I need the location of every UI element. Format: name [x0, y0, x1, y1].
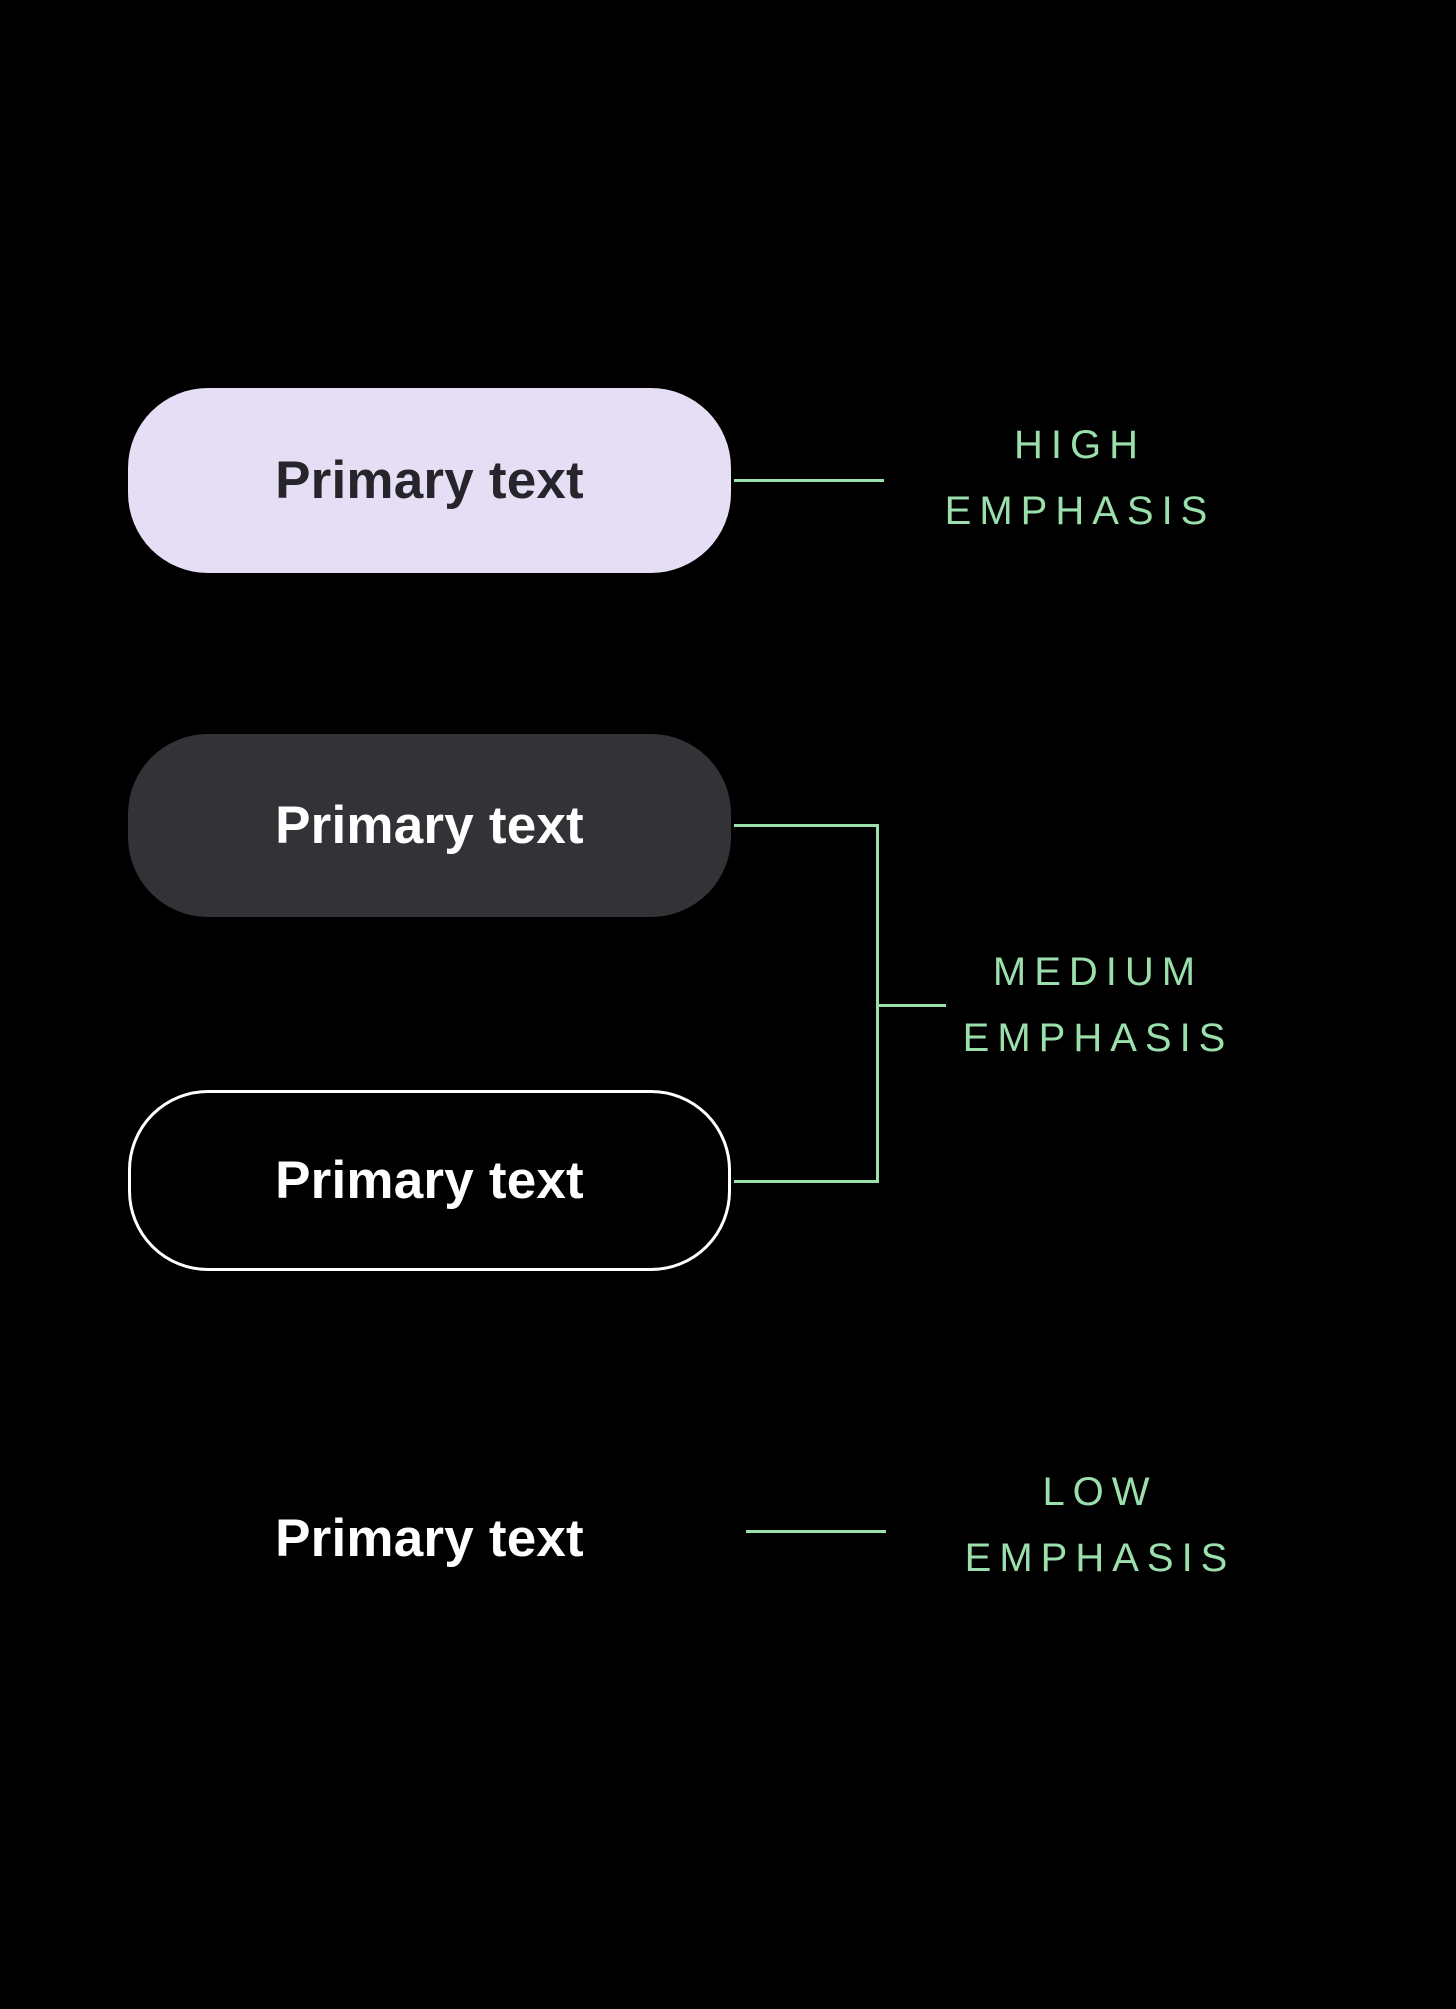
emphasis-label-line: HIGH — [1014, 423, 1146, 467]
emphasis-label-low: LOW EMPHASIS — [930, 1459, 1270, 1591]
primary-button-medium-emphasis-filled[interactable]: Primary text — [128, 734, 731, 917]
button-label: Primary text — [275, 1151, 584, 1210]
primary-button-medium-emphasis-outlined[interactable]: Primary text — [128, 1090, 731, 1271]
button-label: Primary text — [275, 451, 584, 510]
connector-bracket-vertical — [876, 824, 879, 1183]
connector-bracket-top — [734, 824, 879, 827]
connector-bracket-bottom — [734, 1180, 879, 1183]
button-label: Primary text — [275, 1508, 584, 1568]
emphasis-label-line: MEDIUM — [992, 950, 1204, 994]
connector-line-low — [746, 1530, 886, 1533]
primary-button-low-emphasis[interactable]: Primary text — [128, 1503, 731, 1573]
emphasis-label-high: HIGH EMPHASIS — [910, 412, 1250, 544]
emphasis-label-line: EMPHASIS — [962, 1016, 1234, 1060]
connector-bracket-middle — [876, 1004, 946, 1007]
button-label: Primary text — [275, 796, 584, 855]
emphasis-label-line: LOW — [1042, 1470, 1158, 1514]
emphasis-label-line: EMPHASIS — [944, 489, 1216, 533]
connector-line-high — [734, 479, 884, 482]
emphasis-label-medium: MEDIUM EMPHASIS — [928, 939, 1268, 1071]
primary-button-high-emphasis[interactable]: Primary text — [128, 388, 731, 573]
emphasis-label-line: EMPHASIS — [964, 1536, 1236, 1580]
